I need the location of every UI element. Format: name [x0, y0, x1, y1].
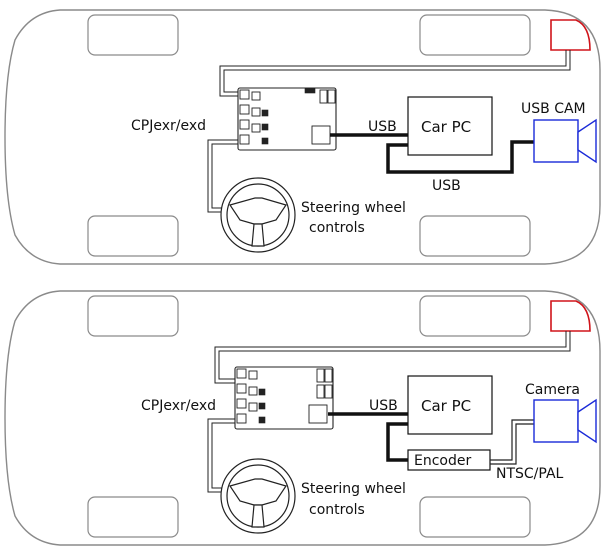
- panel-analog-camera: CPJexr/exd Steering wheel controls USB C…: [4, 290, 601, 546]
- steering-label-line1: Steering wheel: [301, 481, 406, 497]
- usb-label-bottom: USB: [432, 178, 461, 194]
- usb-label-left: USB: [368, 119, 397, 135]
- ntsc-pal-cable: [490, 419, 534, 461]
- rear-camera-wire: [219, 50, 567, 97]
- steering-wheel-icon: [220, 177, 296, 253]
- panel-usb-camera: CPJexr/exd Steering wheel controls USB C…: [4, 9, 601, 265]
- steering-label-line2: controls: [309, 502, 365, 518]
- steering-wire: [207, 139, 238, 213]
- car-pc-label: Car PC: [421, 118, 471, 136]
- controller-label: CPJexr/exd: [131, 118, 206, 134]
- wheel-well-rear-right: [419, 215, 531, 257]
- steering-label-line2: controls: [309, 220, 365, 236]
- camera-label: USB CAM: [521, 101, 586, 117]
- camera-label: Camera: [525, 382, 580, 398]
- usb-label-left: USB: [369, 398, 398, 414]
- wheel-well-front-right: [87, 215, 179, 257]
- steering-wire: [207, 418, 235, 493]
- steering-label-line1: Steering wheel: [301, 200, 406, 216]
- encoder-label: Encoder: [414, 453, 471, 469]
- rear-camera-wire: [214, 331, 567, 384]
- controller-label: CPJexr/exd: [141, 398, 216, 414]
- car-pc-box: [407, 96, 493, 156]
- rear-camera-icon: [550, 19, 591, 51]
- wheel-well-front-left: [87, 14, 179, 56]
- wheel-well-front-left: [87, 295, 179, 337]
- car-pc-box: [407, 375, 493, 435]
- rear-camera-icon: [550, 300, 591, 332]
- pc-encoder-cable: [386, 422, 408, 462]
- cpjexr-board: [234, 366, 334, 430]
- wheel-well-rear-left: [419, 14, 531, 56]
- wheel-well-rear-right: [419, 496, 531, 538]
- ntsc-pal-label: NTSC/PAL: [496, 466, 564, 482]
- cpjexr-board: [237, 87, 337, 151]
- wheel-well-rear-left: [419, 295, 531, 337]
- usb-camera-icon: [533, 118, 597, 164]
- usb-cable-camera: [386, 140, 534, 174]
- analog-camera-icon: [533, 398, 597, 444]
- car-pc-label: Car PC: [421, 397, 471, 415]
- steering-wheel-icon: [220, 458, 296, 534]
- wheel-well-front-right: [87, 496, 179, 538]
